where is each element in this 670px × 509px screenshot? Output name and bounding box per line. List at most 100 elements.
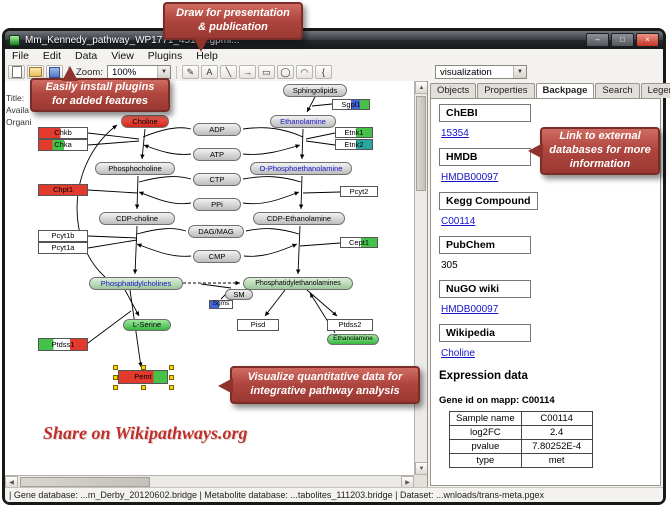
tab-search[interactable]: Search (595, 83, 640, 98)
hmdb-link[interactable]: HMDB00097 (441, 172, 499, 183)
node-choline[interactable]: Choline (121, 115, 169, 128)
selected-node-group[interactable]: Pemt (113, 365, 174, 390)
node-pcyt2[interactable]: Pcyt2 (340, 186, 378, 197)
node-atp[interactable]: ATP (193, 148, 241, 161)
pencil-tool-button[interactable]: ✎ (181, 65, 199, 79)
expression-table: Sample name C00114 log2FC 2.4 pvalue 7.8… (449, 411, 593, 468)
node-sgpl1[interactable]: Sgpl1 (332, 99, 370, 110)
minimize-button[interactable]: – (586, 33, 609, 47)
menu-file[interactable]: File (12, 50, 29, 62)
callout-draw: Draw for presentation & publication (163, 2, 303, 52)
node-ethanolamine[interactable]: Ethanolamine (270, 115, 336, 128)
nugo-link[interactable]: HMDB00097 (441, 304, 499, 315)
selection-handle[interactable] (141, 365, 146, 370)
tab-objects[interactable]: Objects (430, 83, 477, 98)
horizontal-scrollbar[interactable]: ◀ ▶ (5, 475, 414, 488)
node-l-serine[interactable]: L-Serine (123, 319, 171, 331)
arrow-tool-button[interactable]: → (238, 65, 256, 79)
selection-handle[interactable] (113, 385, 118, 390)
node-ppi[interactable]: PPi (193, 198, 241, 211)
zoom-dropdown-icon[interactable]: ▼ (156, 66, 170, 78)
node-sgms[interactable]: Sgms (209, 300, 233, 309)
selection-handle[interactable] (169, 365, 174, 370)
db-header-nugo: NuGO wiki (439, 280, 531, 298)
ellipse-tool-button[interactable]: ◯ (276, 65, 294, 79)
close-button[interactable]: × (636, 33, 659, 47)
node-sm[interactable]: SM (225, 289, 253, 300)
selection-handle[interactable] (169, 375, 174, 380)
node-ptdss1[interactable]: Ptdss1 (38, 338, 88, 351)
vertical-scroll-thumb[interactable] (416, 96, 426, 191)
tab-backpage[interactable]: Backpage (535, 83, 595, 98)
node-chka[interactable]: Chka (38, 139, 88, 151)
expression-table-cell: met (520, 453, 593, 468)
node-ethanolamine-small[interactable]: Ethanolamine (327, 334, 379, 345)
selection-handle[interactable] (113, 365, 118, 370)
brace-tool-button[interactable]: { (314, 65, 332, 79)
titlebar[interactable]: Mm_Kennedy_pathway_WP1771_45176.gpml... … (5, 31, 663, 49)
node-pemt[interactable]: Pemt (118, 370, 168, 384)
node-cmp[interactable]: CMP (193, 250, 241, 263)
scroll-right-button[interactable]: ▶ (401, 476, 414, 488)
maximize-button[interactable]: □ (611, 33, 634, 47)
node-pisd[interactable]: Pisd (237, 319, 279, 331)
node-dag-mag[interactable]: DAG/MAG (188, 225, 244, 238)
visualization-combobox[interactable]: visualization ▼ (435, 65, 527, 79)
menu-view[interactable]: View (111, 50, 134, 62)
node-pcyt1b[interactable]: Pcyt1b (38, 230, 88, 242)
scroll-left-button[interactable]: ◀ (5, 476, 18, 488)
selection-handle[interactable] (169, 385, 174, 390)
visualization-dropdown-icon[interactable]: ▼ (513, 66, 526, 78)
chebi-link[interactable]: 15354 (441, 128, 469, 139)
node-chkb[interactable]: Chkb (38, 127, 88, 139)
vertical-scrollbar[interactable]: ▲ ▼ (414, 81, 427, 475)
save-icon (49, 66, 60, 78)
line-tool-button[interactable]: ╲ (219, 65, 237, 79)
node-phosphocholine[interactable]: Phosphocholine (95, 162, 175, 175)
node-ptdss2[interactable]: Ptdss2 (327, 319, 373, 331)
save-file-button[interactable] (46, 65, 63, 79)
node-sphingolipids[interactable]: Sphingolipids (283, 84, 347, 97)
horizontal-scroll-thumb[interactable] (20, 477, 150, 487)
node-pcyt1a[interactable]: Pcyt1a (38, 242, 88, 254)
node-etnk2[interactable]: Etnk2 (335, 139, 373, 150)
node-chpt1[interactable]: Chpt1 (38, 184, 88, 196)
menu-plugins[interactable]: Plugins (147, 50, 183, 62)
zoom-combobox[interactable]: 100% ▼ (106, 65, 171, 79)
scroll-down-button[interactable]: ▼ (415, 462, 427, 475)
menu-help[interactable]: Help (196, 50, 218, 62)
node-o-phosphoethanolamine[interactable]: O-Phosphoethanolamine (250, 162, 352, 175)
tab-properties[interactable]: Properties (477, 83, 535, 98)
node-cept1[interactable]: Cept1 (340, 237, 378, 248)
wikipedia-link[interactable]: Choline (441, 348, 475, 359)
selection-handle[interactable] (141, 385, 146, 390)
menu-data[interactable]: Data (75, 50, 98, 62)
callout-pointer (193, 37, 209, 52)
expression-table-cell: 2.4 (520, 425, 593, 440)
node-cdp-ethanolamine[interactable]: CDP-Ethanolamine (253, 212, 345, 225)
rectangle-tool-button[interactable]: ▭ (257, 65, 275, 79)
zoom-value: 100% (111, 66, 137, 78)
selection-handle[interactable] (113, 375, 118, 380)
kegg-link[interactable]: C00114 (441, 216, 476, 227)
open-file-button[interactable] (27, 65, 44, 79)
node-etnk1[interactable]: Etnk1 (335, 127, 373, 138)
tab-legend[interactable]: Legend (640, 83, 670, 98)
label-tool-button[interactable]: A (200, 65, 218, 79)
menu-edit[interactable]: Edit (42, 50, 62, 62)
db-header-wikipedia: Wikipedia (439, 324, 531, 342)
callout-pointer (528, 143, 543, 159)
node-adp[interactable]: ADP (193, 123, 241, 136)
new-file-button[interactable] (8, 65, 25, 79)
node-cdp-choline[interactable]: CDP-choline (99, 212, 175, 225)
node-phosphatidylcholines[interactable]: Phosphatidylcholines (89, 277, 183, 290)
app-icon (9, 34, 20, 46)
callout-visualize: Visualize quantitative data for integrat… (218, 366, 420, 404)
node-ctp[interactable]: CTP (193, 173, 241, 186)
arc-tool-button[interactable]: ◠ (295, 65, 313, 79)
node-phosphatidylethanolamines[interactable]: Phosphatidylethanolamines (243, 277, 353, 290)
pathway-canvas[interactable]: Title: Availa Organi (5, 81, 428, 488)
scroll-up-button[interactable]: ▲ (415, 81, 427, 94)
sidebar-tabs: Objects Properties Backpage Search Legen… (430, 83, 670, 98)
